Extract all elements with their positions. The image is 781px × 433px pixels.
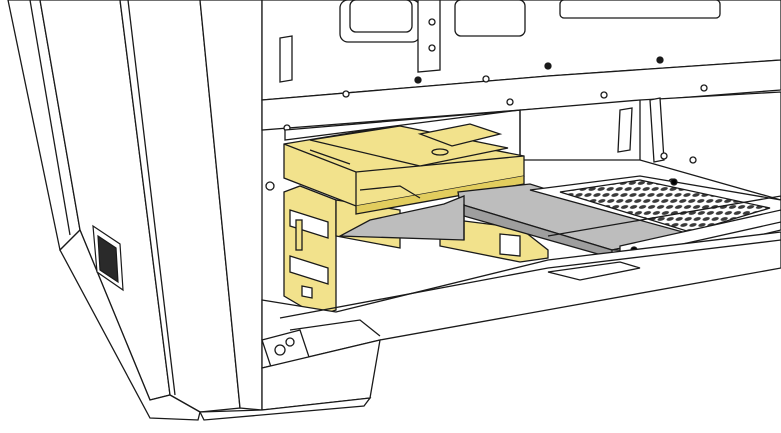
sata-cable (337, 183, 691, 259)
front-bezel-logo (92, 224, 124, 292)
case-outer-panel (7, 0, 263, 421)
hard-drive (283, 123, 525, 215)
case-feet (198, 339, 381, 421)
motherboard-tray (261, 0, 781, 201)
